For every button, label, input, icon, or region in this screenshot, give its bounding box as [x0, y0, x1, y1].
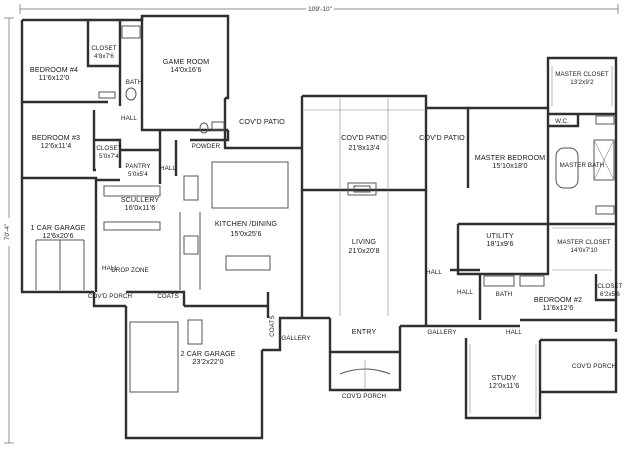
- living-name: LIVING: [352, 237, 376, 246]
- master-closet-top-size: 13'2x9'2: [570, 79, 594, 86]
- bedroom4-name: BEDROOM #4: [30, 65, 78, 74]
- gallery-left-label: GALLERY: [281, 335, 310, 342]
- covd-patio-left-label: COV'D PATIO: [239, 117, 285, 126]
- closet-b4-name: CLOSET: [91, 45, 116, 52]
- pantry-size: 5'0x5'4: [128, 171, 148, 178]
- gallery-right-label: GALLERY: [427, 329, 456, 336]
- utility-size: 18'1x9'6: [486, 239, 513, 248]
- hall-study-label: HALL: [506, 329, 522, 336]
- hall-bath2-label: HALL: [457, 289, 473, 296]
- bath2-label: BATH: [496, 291, 512, 298]
- master-closet2-size: 14'0x7'10: [570, 247, 597, 254]
- kitchen-name: KITCHEN /DINING: [215, 219, 278, 228]
- utility-name: UTILITY: [486, 231, 514, 240]
- powder-label: POWDER: [192, 143, 221, 150]
- closet-b3-size: 5'0x7'4: [99, 153, 119, 160]
- entry-label: ENTRY: [352, 327, 377, 336]
- closet-b3-name: CLOSET: [96, 145, 121, 152]
- fireplace: [347, 182, 377, 196]
- overall-width-label: 109'-10": [308, 6, 332, 13]
- hall-living-label: HALL: [426, 269, 442, 276]
- garage2-name: 2 CAR GARAGE: [180, 349, 235, 358]
- covd-porch-front-label: COV'D PORCH: [342, 393, 386, 400]
- bedroom3-size: 12'6x11'4: [41, 141, 72, 150]
- hall-kitchen-label: HALL: [160, 165, 176, 172]
- hall-drop-label: HALL: [102, 265, 118, 272]
- master-closet2-name: MASTER CLOSET: [557, 239, 611, 246]
- covd-porch-left-label: COV'D PORCH: [88, 293, 132, 300]
- garage1-name: 1 CAR GARAGE: [30, 223, 85, 232]
- drop-zone-label: DROP ZONE: [111, 267, 149, 274]
- coats-entry-label: COATS: [269, 315, 276, 336]
- kitchen-size: 15'0x25'6: [230, 229, 261, 238]
- covd-patio-right-label: COV'D PATIO: [419, 133, 465, 142]
- closet-b4-size: 4'8x7'6: [94, 53, 114, 60]
- bedroom4-size: 11'6x12'0: [39, 73, 70, 82]
- scullery-name: SCULLERY: [121, 195, 160, 204]
- coats-left-label: COATS: [157, 293, 178, 300]
- bedroom3-name: BEDROOM #3: [32, 133, 80, 142]
- scullery-size: 16'0x11'6: [125, 203, 156, 212]
- walls: [20, 14, 618, 440]
- master-bedroom-size: 15'10x18'0: [492, 161, 527, 170]
- master-closet-top-name: MASTER CLOSET: [555, 71, 609, 78]
- garage1-size: 12'6x20'6: [42, 231, 73, 240]
- fixtures: [35, 25, 615, 414]
- covd-porch-right-label: COV'D PORCH: [572, 363, 616, 370]
- master-bath-label: MASTER BATH: [560, 162, 605, 169]
- game-room-size: 14'0x16'6: [170, 65, 201, 74]
- garage2-size: 23'2x22'0: [192, 357, 223, 366]
- bedroom2-name: BEDROOM #2: [534, 295, 582, 304]
- master-bedroom-name: MASTER BEDROOM: [475, 153, 546, 162]
- living-size: 21'0x20'8: [348, 246, 379, 255]
- study-name: STUDY: [492, 373, 517, 382]
- overall-depth-dimension: 70'-4": [2, 17, 14, 444]
- bedroom2-size: 11'6x12'6: [543, 303, 574, 312]
- game-room-name: GAME ROOM: [163, 57, 209, 66]
- overall-depth-label: 70'-4": [4, 223, 11, 240]
- bath-upper-name: BATH: [126, 79, 142, 86]
- hall-upper-label: HALL: [121, 115, 137, 122]
- kitchen-island: [211, 161, 289, 209]
- room-labels: BEDROOM #4 11'6x12'0 CLOSET 4'8x7'6 BATH…: [30, 45, 623, 400]
- covd-patio-center-name: COV'D PATIO: [341, 133, 387, 142]
- covd-patio-center-size: 21'8x13'4: [348, 143, 379, 152]
- closet-b2-size: 6'2x5'6: [600, 291, 620, 298]
- closet-b2-name: CLOSET: [597, 283, 622, 290]
- master-tub: [555, 147, 579, 189]
- study-size: 12'0x11'6: [489, 381, 520, 390]
- pantry-name: PANTRY: [125, 163, 150, 170]
- wc-label: W.C.: [555, 118, 569, 125]
- overall-width-dimension: 109'-10": [19, 3, 619, 14]
